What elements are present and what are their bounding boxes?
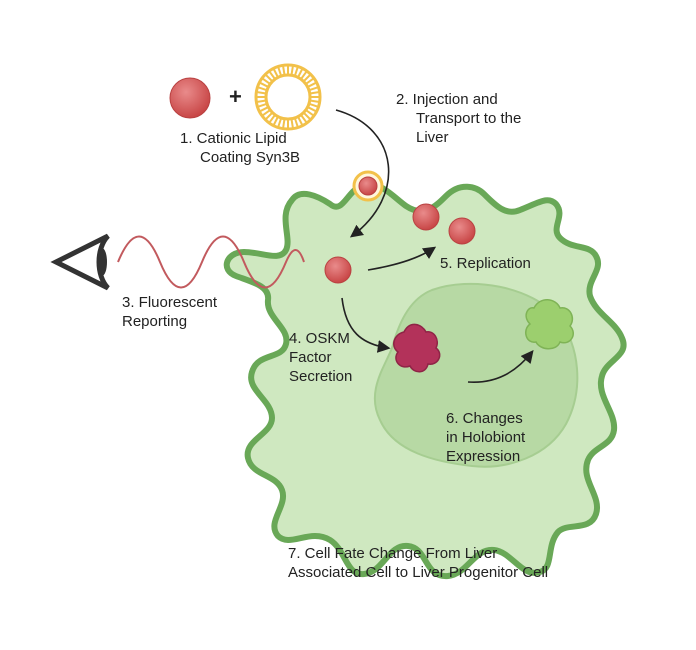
secretion-arrow xyxy=(341,297,391,353)
lipid-tick xyxy=(310,91,319,95)
lipid-tick xyxy=(258,86,267,91)
injection-arrow xyxy=(335,109,390,238)
label-line: Reporting xyxy=(122,313,188,330)
lipid-tick xyxy=(282,66,286,75)
eye-icon xyxy=(50,233,110,291)
label-line: Liver xyxy=(416,129,449,146)
lipid-tick xyxy=(258,103,267,108)
lipid-tick xyxy=(308,106,317,112)
lipid-tick xyxy=(300,115,308,123)
label-line: Associated Cell to Liver Progenitor Cell xyxy=(288,564,549,581)
oskm-protein-icon xyxy=(393,323,441,373)
lipid-tick xyxy=(306,109,314,117)
label-cell-fate-change: 7. Cell Fate Change From Liver Associate… xyxy=(288,544,548,582)
holobiont-protein-icon xyxy=(525,299,574,350)
lipid-tick xyxy=(300,71,308,79)
lipid-tick xyxy=(265,74,273,82)
lipid-tick xyxy=(277,67,282,76)
lipid-tick xyxy=(294,67,299,76)
lipid-tick xyxy=(297,117,303,126)
lipid-ring-outer xyxy=(254,63,322,131)
replication-arrow xyxy=(367,246,437,271)
label-line: 2. Injection and xyxy=(396,91,498,108)
plus-sign: + xyxy=(229,84,242,109)
label-line: 7. Cell Fate Change From Liver xyxy=(288,545,498,562)
label-line: 4. OSKM xyxy=(289,330,350,347)
label-line: 3. Fluorescent xyxy=(122,294,218,311)
lipid-bilayer-ticks xyxy=(257,66,319,128)
replicated-particle-1 xyxy=(412,203,440,231)
label-line: 1. Cationic Lipid xyxy=(180,130,287,147)
syn3b-particle xyxy=(169,77,211,119)
lipid-tick xyxy=(262,109,270,117)
lipid-tick xyxy=(297,68,303,77)
lipid-ring-inner xyxy=(264,73,312,121)
lipid-tick xyxy=(259,82,268,88)
label-fluorescent-reporting: 3. Fluorescent Reporting xyxy=(122,293,217,331)
label-line: Expression xyxy=(446,448,521,465)
lipid-tick xyxy=(309,86,318,91)
lipid-tick xyxy=(308,82,317,88)
lipid-tick xyxy=(282,119,286,128)
coated-particle-core xyxy=(358,176,378,196)
lipid-tick xyxy=(306,77,314,85)
lipid-tick xyxy=(303,74,311,82)
label-replication: 5. Replication xyxy=(440,254,531,273)
label-line: Coating Syn3B xyxy=(200,149,301,166)
label-injection-transport: 2. Injection and Transport to the Liver xyxy=(396,90,521,147)
label-line: Factor xyxy=(289,349,332,366)
lipid-tick xyxy=(290,119,294,128)
lipid-tick xyxy=(273,68,279,77)
particle-inside-cell xyxy=(324,256,352,284)
eye-pupil xyxy=(97,248,107,276)
lipid-tick xyxy=(277,118,282,127)
lipid-tick xyxy=(265,112,273,120)
lipid-tick xyxy=(294,118,299,127)
replicated-particle-2 xyxy=(448,217,476,245)
lipid-tick xyxy=(273,117,279,126)
lipid-tick xyxy=(310,99,319,103)
label-line: 5. Replication xyxy=(440,255,531,272)
fluorescent-signal-wave xyxy=(117,235,305,289)
lipid-tick xyxy=(262,77,270,85)
label-line: Secretion xyxy=(289,368,353,385)
lipid-tick xyxy=(268,115,276,123)
lipid-tick xyxy=(257,91,266,95)
expression-arrow xyxy=(467,350,534,383)
cationic-lipid-coating xyxy=(254,63,322,131)
lipid-tick xyxy=(268,71,276,79)
label-holobiont-expression: 6. Changes in Holobiont Expression xyxy=(446,409,525,466)
lipid-tick xyxy=(259,106,268,112)
label-oskm-secretion: 4. OSKM Factor Secretion xyxy=(289,329,352,386)
label-line: 6. Changes xyxy=(446,410,523,427)
lipid-tick xyxy=(290,66,294,75)
lipid-tick xyxy=(257,99,266,103)
label-cationic-lipid-coating: 1. Cationic Lipid Coating Syn3B xyxy=(180,129,300,167)
lipid-tick xyxy=(309,103,318,108)
label-line: in Holobiont xyxy=(446,429,526,446)
lipid-tick xyxy=(303,112,311,120)
label-line: Transport to the xyxy=(416,110,522,127)
